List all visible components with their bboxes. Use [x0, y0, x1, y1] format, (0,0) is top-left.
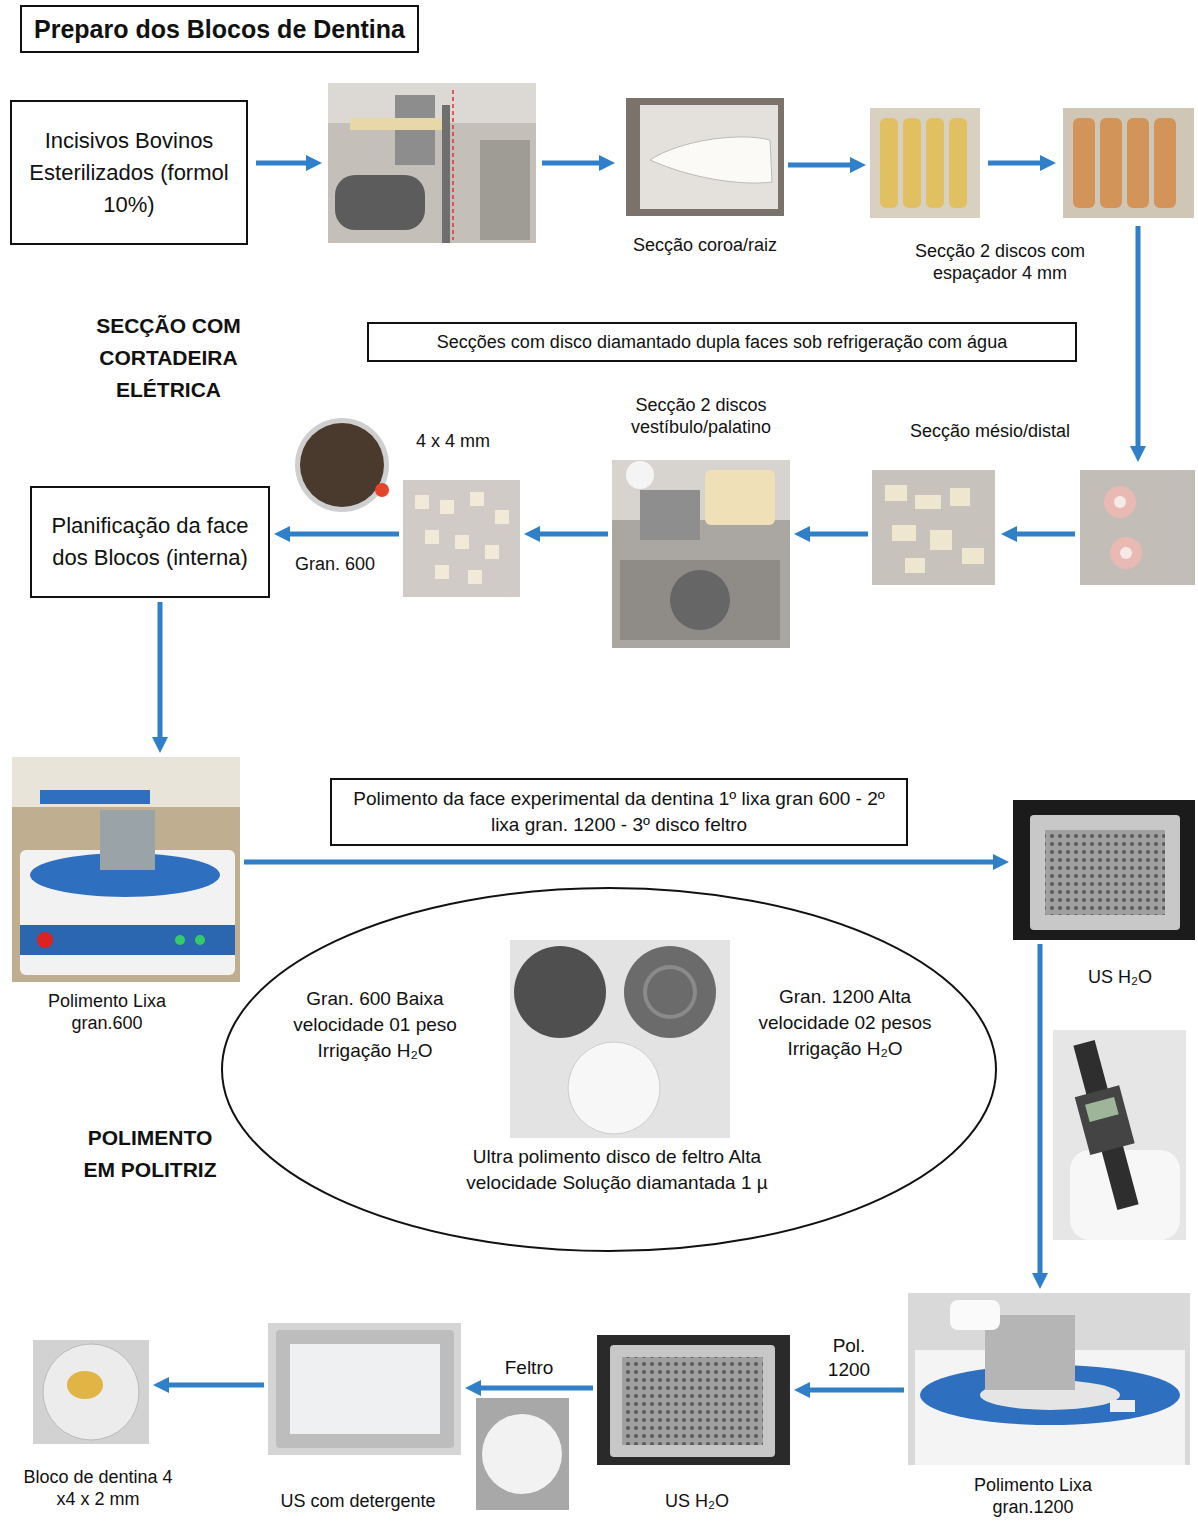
- photo-step: Polimento Lixa gran.1200: [908, 1293, 1190, 1465]
- setting-text: Gran. 1200 Alta velocidade 02 pesos Irri…: [750, 984, 940, 1062]
- box-text: Planificação da face dos Blocos (interna…: [42, 510, 258, 574]
- flow-arrow: [478, 1386, 593, 1391]
- flow-arrow: [807, 1388, 904, 1393]
- ultrasonic-bath-photo: [597, 1335, 790, 1465]
- section-label: POLIMENTO EM POLITRIZ: [75, 1122, 225, 1186]
- diagram-title: Preparo dos Blocos de Dentina: [20, 5, 419, 53]
- flow-arrow: [788, 163, 853, 168]
- flow-arrow: [287, 532, 399, 537]
- sliced-crown-photo: [1063, 108, 1194, 218]
- photo-step: US com detergente: [268, 1323, 461, 1455]
- caliper-photo: [1053, 1030, 1186, 1240]
- photo-caption: US com detergente: [258, 1490, 458, 1512]
- ellipse-outline: [220, 886, 998, 1253]
- photo-step: Secção coroa/raiz: [626, 98, 784, 216]
- photo-caption: Secção 2 discos com espaçador 4 mm: [895, 240, 1105, 284]
- photo-step: Secção mésio/distal: [872, 470, 995, 585]
- photo-step: Bloco de dentina 4 x4 x 2 mm: [33, 1340, 149, 1444]
- photo-caption: Gran. 600: [285, 553, 385, 575]
- ultrasonic-bath-photo: [1013, 800, 1195, 940]
- flow-arrow: [807, 532, 868, 537]
- dentin-block-photo: [33, 1340, 149, 1444]
- setting-text: Ultra polimento disco de feltro Alta vel…: [447, 1144, 787, 1196]
- dentin-pieces-photo: [872, 470, 995, 585]
- photo-caption: 4 x 4 mm: [398, 430, 508, 452]
- photo-step: Secção 2 discos com espaçador 4 mm: [870, 108, 980, 218]
- flow-arrow: [166, 1383, 264, 1388]
- flow-arrow: [244, 860, 996, 865]
- polishing-machine-photo: [908, 1293, 1190, 1465]
- photo-caption: US H₂O: [647, 1490, 747, 1512]
- box-text: Polimento da face experimental da dentin…: [342, 786, 896, 838]
- flow-arrow: [158, 602, 163, 740]
- photo-step: Polimento Lixa gran.600: [12, 757, 240, 982]
- box-text: Incisivos Bovinos Esterilizados (formol …: [22, 125, 236, 221]
- flow-arrow: [1038, 944, 1043, 1276]
- dentin-blocks-photo: [403, 480, 520, 597]
- photo-caption: Polimento Lixa gran.600: [17, 990, 197, 1034]
- section-label: SECÇÃO COM CORTADEIRA ELÉTRICA: [86, 310, 251, 406]
- dentin-discs-photo: [1080, 470, 1195, 585]
- sliced-crown-photo: [870, 108, 980, 218]
- tooth-photo: [626, 98, 784, 216]
- photo-caption: Bloco de dentina 4 x4 x 2 mm: [18, 1466, 178, 1510]
- note-box: Secções com disco diamantado dupla faces…: [367, 322, 1077, 362]
- photo-step: 4 x 4 mm: [403, 480, 520, 597]
- ellipse-outline: [222, 888, 996, 1251]
- photo-step: US H₂O: [597, 1335, 790, 1465]
- box-text: Secções com disco diamantado dupla faces…: [379, 330, 1065, 354]
- polishing-discs-photo: [510, 940, 730, 1138]
- polishing-machine-photo: [12, 757, 240, 982]
- cutting-machine-photo: [612, 460, 790, 648]
- photo-step: Secção 2 discos vestíbulo/palatino: [612, 460, 790, 648]
- settings-ellipse: Gran. 600 Baixa velocidade 01 peso Irrig…: [220, 886, 998, 1253]
- flow-arrow: [256, 163, 1138, 534]
- felt-disc-photo: [476, 1398, 569, 1510]
- photo-caption: US H₂O: [1070, 966, 1170, 988]
- cutting-machine-photo: [328, 83, 536, 243]
- sandpaper-disc-photo: [295, 418, 389, 512]
- setting-text: Gran. 600 Baixa velocidade 01 peso Irrig…: [280, 986, 470, 1064]
- photo-caption: Secção 2 discos vestíbulo/palatino: [611, 394, 791, 438]
- photo-step: US H₂O: [1013, 800, 1195, 940]
- start-box: Incisivos Bovinos Esterilizados (formol …: [10, 100, 248, 245]
- process-box: Planificação da face dos Blocos (interna…: [30, 486, 270, 598]
- photo-caption: Secção coroa/raiz: [610, 234, 800, 256]
- photo-caption: Secção mésio/distal: [890, 420, 1090, 442]
- edge-label: Pol. 1200: [819, 1334, 879, 1382]
- photo-step: Gran. 600: [295, 418, 390, 513]
- note-box: Polimento da face experimental da dentin…: [330, 778, 908, 846]
- flow-arrow: [537, 532, 608, 537]
- photo-caption: Polimento Lixa gran.1200: [933, 1474, 1133, 1518]
- edge-label: Feltro: [489, 1356, 569, 1380]
- ultrasonic-bath-photo: [268, 1323, 461, 1455]
